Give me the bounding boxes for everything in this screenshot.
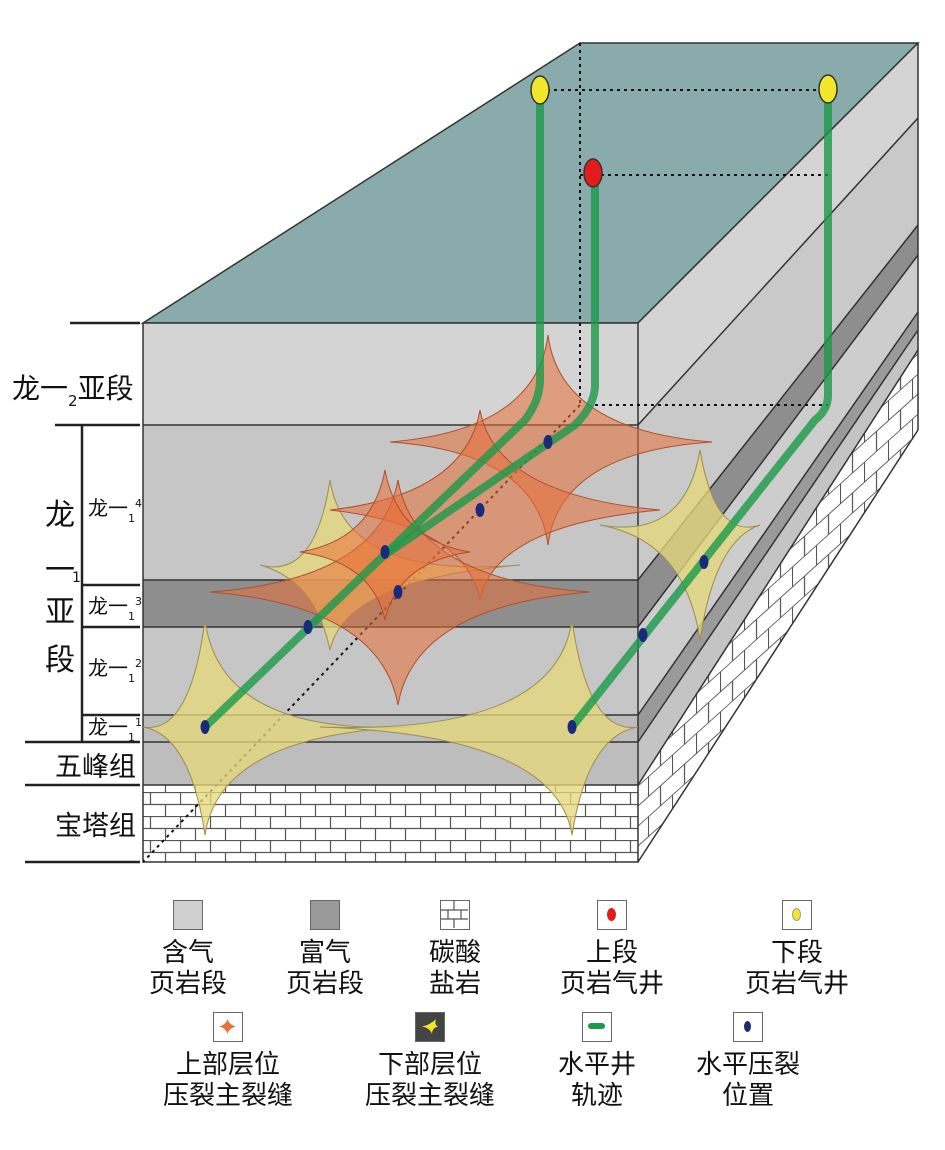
label-long1-1-sub: 1	[72, 570, 81, 586]
legend-item-gas-shale: 含气页岩段	[103, 900, 273, 1000]
legend-item-rich-shale: 富气页岩段	[240, 900, 410, 1000]
label-sublayer-1: 龙一11	[88, 715, 142, 744]
upper-well-swatch	[597, 900, 627, 930]
legend-text: 下段页岩气井	[744, 938, 849, 999]
legend-text: 富气页岩段	[285, 938, 364, 999]
legend-item-upper-fracture: 上部层位压裂主裂缝	[143, 1012, 313, 1112]
legend-text: 含气页岩段	[148, 938, 227, 999]
wellheads	[530, 74, 838, 188]
legend-text: 上段页岩气井	[559, 938, 664, 999]
carbonate-swatch	[440, 900, 470, 930]
frac-point-swatch	[733, 1012, 763, 1042]
legend-item-frac-point: 水平压裂位置	[663, 1012, 833, 1112]
legend: 含气页岩段 富气页岩段 碳酸盐岩 上段页岩气井 下段页岩气井 上部层位压裂主裂缝	[0, 890, 945, 1150]
label-baota: 宝塔组	[55, 811, 136, 842]
legend-item-trajectory: 水平井轨迹	[512, 1012, 682, 1112]
label-long1-1-char2: 一	[45, 553, 75, 588]
legend-item-lower-fracture: 下部层位压裂主裂缝	[345, 1012, 515, 1112]
rich-shale-swatch	[310, 900, 340, 930]
legend-item-upper-well: 上段页岩气井	[527, 900, 697, 1000]
legend-text: 上部层位压裂主裂缝	[162, 1050, 293, 1111]
label-long1-1-char4: 段	[45, 643, 75, 678]
label-long1-1-char3: 亚	[45, 595, 75, 630]
trajectory-swatch	[582, 1012, 612, 1042]
legend-text: 水平井轨迹	[557, 1050, 636, 1111]
label-sublayer-4: 龙一14	[88, 496, 142, 525]
legend-item-carbonate: 碳酸盐岩	[370, 900, 540, 1000]
legend-text: 下部层位压裂主裂缝	[364, 1050, 495, 1111]
left-labels: 龙一2亚段 龙 一 1 亚 段 龙一14 龙一13 龙一12 龙一11 五峰组 …	[12, 372, 142, 842]
lower-well-swatch	[782, 900, 812, 930]
well-trajectories	[201, 86, 832, 731]
label-wufeng: 五峰组	[55, 752, 136, 783]
frac-points	[200, 435, 709, 734]
legend-item-lower-well: 下段页岩气井	[712, 900, 882, 1000]
legend-text: 水平压裂位置	[695, 1050, 800, 1111]
block-diagram: 龙一2亚段 龙 一 1 亚 段 龙一14 龙一13 龙一12 龙一11 五峰组 …	[12, 42, 920, 864]
gas-shale-swatch	[173, 900, 203, 930]
legend-text: 碳酸盐岩	[428, 938, 481, 999]
lower-well-head-right	[818, 74, 838, 104]
left-brackets	[25, 321, 140, 864]
label-sublayer-2: 龙一12	[88, 656, 142, 685]
label-long1-1-char1: 龙	[45, 498, 75, 533]
right-side-face	[637, 42, 919, 863]
lower-well-head-left	[530, 75, 550, 105]
upper-fracture-swatch	[213, 1012, 243, 1042]
label-long1-2: 龙一2亚段	[12, 372, 134, 410]
lower-fracture-swatch	[415, 1012, 445, 1042]
label-sublayer-3: 龙一13	[88, 594, 142, 623]
upper-well-head	[583, 158, 603, 188]
